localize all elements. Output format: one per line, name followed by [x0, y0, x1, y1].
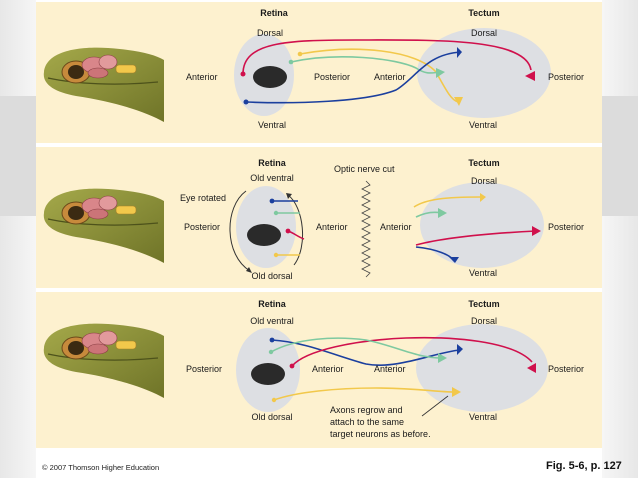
- synapse-blue: [449, 257, 459, 263]
- rotation-arrow: [229, 190, 251, 272]
- panel-3-drawing: [43, 323, 548, 417]
- tectum-posterior-label: Posterior: [548, 222, 585, 232]
- old-ventral-label: Old ventral: [250, 173, 294, 183]
- axon-yellow: [299, 48, 459, 103]
- old-dorsal-label: Old dorsal: [251, 271, 293, 281]
- old-dorsal-label: Old dorsal: [251, 412, 293, 422]
- tectum-ventral-label: Ventral: [468, 268, 498, 278]
- tectum-dorsal-label: Dorsal: [470, 316, 497, 326]
- synapse-green: [438, 208, 447, 218]
- tectum-shape: [420, 182, 544, 268]
- retina-posterior-label: Posterior: [184, 222, 221, 232]
- tectum-ventral-label: Ventral: [468, 412, 498, 422]
- tectum-dorsal-label: Dorsal: [470, 176, 497, 186]
- retina-title: Retina: [258, 158, 286, 168]
- tectum-title: Tectum: [468, 158, 500, 168]
- synapse-yellow: [480, 193, 486, 202]
- tectum-title: Tectum: [468, 299, 500, 309]
- regrow-callout-line-2: attach to the same: [330, 417, 405, 427]
- right-slide-margin: [602, 0, 638, 478]
- retina-title: Retina: [258, 299, 286, 309]
- old-ventral-label: Old ventral: [250, 316, 294, 326]
- retina-posterior-label: Posterior: [314, 72, 351, 82]
- panel-axons-regrow: Retina Old ventral Posterior Anterior Ol…: [36, 292, 602, 448]
- panel-eye-rotated: Retina Old ventral Eye rotated Posterior…: [36, 147, 602, 288]
- tectum-dorsal-label: Dorsal: [470, 28, 497, 38]
- synapse-green: [438, 353, 447, 363]
- lens-shape: [251, 363, 285, 385]
- axon-blue: [271, 339, 461, 366]
- synapse-yellow: [452, 387, 461, 397]
- frog-head: [43, 323, 164, 398]
- axon-yellow: [273, 387, 455, 401]
- synapse-red: [532, 226, 541, 236]
- tectum-anterior-label: Anterior: [380, 222, 412, 232]
- figure-5-6: Retina Dorsal Ventral Anterior Posterior…: [36, 2, 602, 448]
- synapse-green: [436, 68, 445, 78]
- tectum-posterior-label: Posterior: [548, 72, 585, 82]
- brain-icon: [81, 54, 137, 79]
- right-margin-stripe: [602, 96, 638, 216]
- frog-head: [43, 188, 164, 263]
- synapse-red: [527, 363, 536, 373]
- axon-green: [270, 337, 443, 359]
- tectum-anterior-label: Anterior: [374, 72, 406, 82]
- regrow-callout-line-1: Axons regrow and: [330, 405, 403, 415]
- retina-anterior-label: Anterior: [186, 72, 218, 82]
- frog-head: [43, 47, 164, 122]
- axon-red: [242, 39, 532, 75]
- tectum-posterior-label: Posterior: [548, 364, 585, 374]
- stump-tectum-yellow: [413, 196, 482, 208]
- retina-ventral-label: Ventral: [257, 120, 287, 130]
- synapse-blue: [457, 47, 462, 58]
- retina-posterior-label: Posterior: [186, 364, 223, 374]
- retina-anterior-label: Anterior: [312, 364, 344, 374]
- brain-icon: [81, 195, 137, 220]
- lens-shape: [253, 66, 287, 88]
- stump-tectum-red: [415, 230, 537, 246]
- left-slide-margin: [0, 0, 36, 478]
- axon-green: [290, 56, 443, 74]
- panel-1-drawing: [43, 28, 551, 122]
- synapse-red: [525, 71, 535, 81]
- eye-rotated-label: Eye rotated: [180, 193, 227, 203]
- brain-icon: [81, 330, 137, 355]
- synapse-blue: [457, 344, 463, 355]
- axon-blue: [245, 51, 462, 104]
- panel-2-drawing: [43, 180, 544, 278]
- retina-dorsal-label: Dorsal: [256, 28, 283, 38]
- tectum-shape: [416, 324, 548, 412]
- tectum-title: Tectum: [468, 8, 500, 18]
- lens-shape: [247, 224, 281, 246]
- left-margin-stripe: [0, 96, 36, 216]
- tectum-ventral-label: Ventral: [468, 120, 498, 130]
- optic-nerve-cut-label: Optic nerve cut: [334, 164, 395, 174]
- optic-nerve-cut-line: [361, 180, 371, 278]
- figure-reference: Fig. 5-6, p. 127: [546, 460, 622, 472]
- retina-anterior-label: Anterior: [316, 222, 348, 232]
- callout-line: [421, 395, 449, 417]
- retina-title: Retina: [260, 8, 288, 18]
- tectum-anterior-label: Anterior: [374, 364, 406, 374]
- regrow-callout-line-3: target neurons as before.: [330, 429, 431, 439]
- synapse-yellow: [454, 97, 463, 106]
- panel-normal-projection: Retina Dorsal Ventral Anterior Posterior…: [36, 2, 602, 143]
- copyright-notice: © 2007 Thomson Higher Education: [42, 463, 160, 472]
- axon-red: [291, 336, 533, 367]
